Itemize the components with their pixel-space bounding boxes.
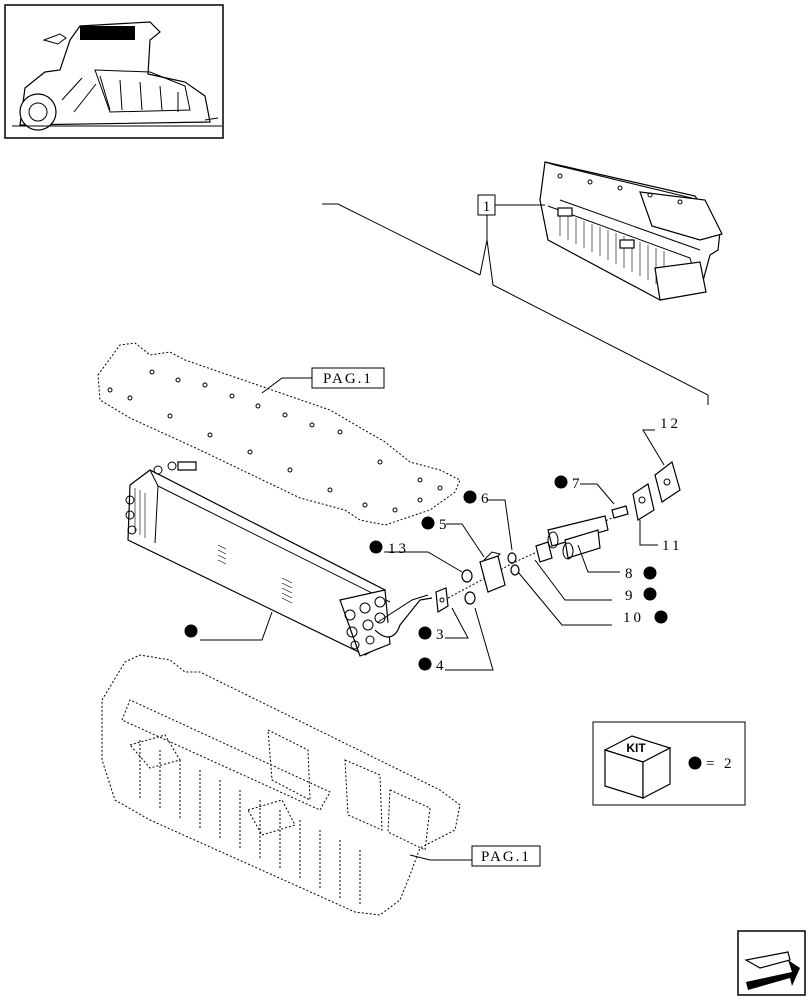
reference-box: 1 (322, 194, 709, 405)
kit-dot (688, 756, 702, 770)
callout-6[interactable]: 6 (463, 490, 490, 508)
kit-equals: = (706, 756, 714, 772)
callout-10[interactable]: 10 (623, 610, 668, 626)
tractor-thumbnail-icon[interactable] (4, 4, 224, 139)
heater-housing-assembly (539, 161, 723, 301)
kit-dot (369, 540, 383, 554)
kit-title: KIT (626, 741, 646, 755)
callout-8[interactable]: 8 (625, 566, 657, 582)
kit-dot (554, 475, 568, 489)
lower-housing (101, 654, 472, 916)
kit-dot (654, 610, 668, 624)
page-ref-bottom[interactable]: PAG.1 (471, 845, 541, 867)
callout-number: 3 (436, 627, 444, 643)
part-8-connector (547, 515, 609, 560)
reference-box-label: 1 (483, 199, 491, 215)
evaporator-core (125, 461, 433, 657)
part-5-expansion-valve (479, 551, 506, 593)
callout-13[interactable]: 13 (369, 540, 410, 558)
callout-7[interactable]: 7 (554, 475, 581, 493)
callout-number: 12 (660, 416, 681, 432)
callout-number: 11 (662, 538, 682, 554)
part-12-plate (654, 460, 681, 503)
kit-dot (643, 587, 657, 601)
part-3-bracket (435, 587, 449, 614)
callout-number: 6 (481, 491, 489, 507)
callout-9[interactable]: 9 (625, 587, 657, 605)
callout-number: 7 (572, 476, 580, 492)
callout-4[interactable]: 4 (418, 657, 445, 675)
callout-number: 5 (439, 517, 447, 533)
kit-box-icon: KIT (603, 735, 672, 799)
kit-dot (421, 516, 435, 530)
callout-number: 9 (625, 588, 633, 604)
callout-number: 8 (625, 566, 633, 582)
part-7-screw (611, 505, 629, 519)
page-ref-top[interactable]: PAG.1 (311, 367, 385, 389)
part-13-o-ring (461, 569, 473, 583)
callout-number: 13 (388, 541, 409, 557)
callout-number: 4 (436, 658, 444, 674)
callout-number: 10 (623, 610, 644, 626)
callout-12[interactable]: 12 (660, 416, 681, 432)
kit-dot (463, 490, 477, 504)
kit-dot (418, 626, 432, 640)
part-11-plate (632, 483, 655, 521)
kit-dot (643, 566, 657, 580)
top-gasket (97, 342, 461, 526)
part-10-fitting (535, 541, 553, 563)
page-ref-label: PAG.1 (323, 371, 373, 387)
part-4-o-ring (464, 591, 476, 605)
callout-5[interactable]: 5 (421, 516, 447, 534)
next-page-arrow-icon[interactable] (737, 930, 806, 996)
kit-dot (184, 624, 198, 638)
page-ref-label: PAG.1 (481, 849, 531, 865)
kit-legend: KIT = 2 (592, 721, 746, 806)
callout-3[interactable]: 3 (418, 626, 444, 644)
part-6-rings (507, 552, 520, 576)
callout-evaporator[interactable] (184, 624, 198, 638)
callout-11[interactable]: 11 (662, 538, 682, 554)
kit-value: 2 (724, 756, 732, 772)
kit-dot (418, 657, 432, 671)
